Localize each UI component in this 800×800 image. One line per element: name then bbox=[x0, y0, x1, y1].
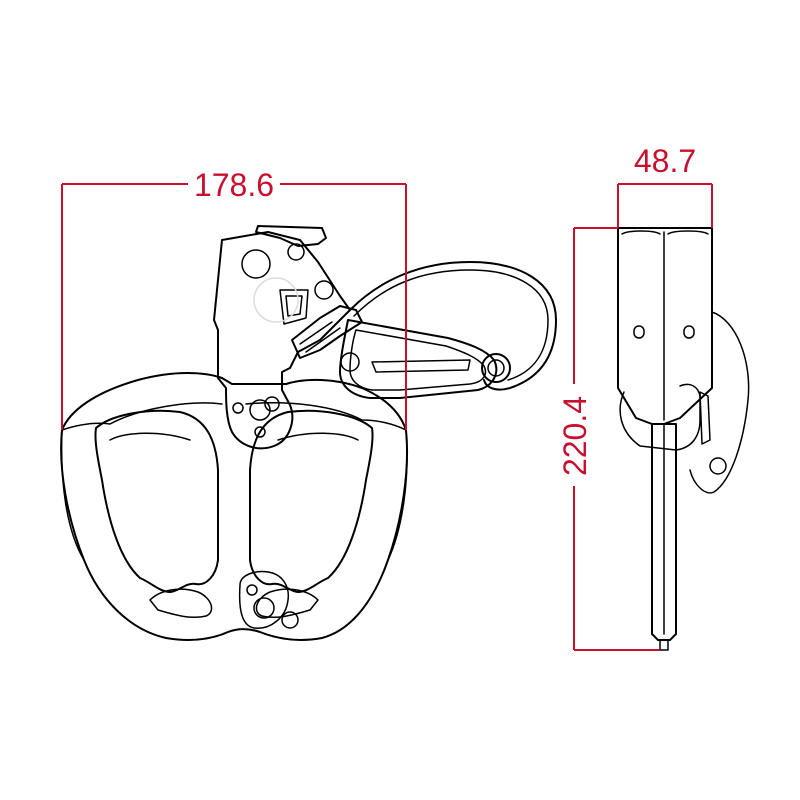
ascender-lower-hole-3 bbox=[232, 402, 244, 414]
left-side-shade bbox=[60, 429, 85, 561]
side-shaft bbox=[651, 423, 677, 641]
lower-attachment bbox=[238, 570, 299, 629]
left-leg-pad-inner bbox=[109, 432, 191, 441]
carabiner bbox=[339, 319, 511, 399]
carabiner-pivot bbox=[340, 352, 360, 372]
side-shaft-lower bbox=[659, 639, 669, 651]
dimension-front-width: 178.6 bbox=[61, 167, 407, 430]
side-width-label: 48.7 bbox=[634, 143, 696, 179]
side-body bbox=[617, 227, 713, 425]
left-leg-pad bbox=[94, 409, 219, 593]
front-width-label: 178.6 bbox=[194, 167, 274, 203]
right-side-shade bbox=[387, 429, 408, 561]
side-slot-left bbox=[633, 325, 645, 339]
ascender-plate bbox=[213, 231, 351, 450]
ascender-cam-top bbox=[255, 225, 327, 247]
left-lower-bump bbox=[149, 588, 213, 619]
seat-outer-outline bbox=[60, 372, 409, 641]
right-leg-pad-inner bbox=[277, 432, 359, 441]
side-top-left bbox=[621, 230, 661, 235]
carabiner-eye bbox=[481, 353, 511, 383]
ascender-slot-inner bbox=[285, 295, 303, 317]
lower-hole-large bbox=[253, 597, 275, 619]
ascender-lower-hole-4 bbox=[254, 426, 266, 438]
front-view bbox=[60, 225, 557, 641]
dimension-side-width: 48.7 bbox=[617, 143, 713, 228]
lower-hole-small-2 bbox=[281, 611, 299, 629]
right-lower-bump bbox=[255, 588, 319, 619]
carabiner-gate bbox=[371, 359, 471, 373]
side-cord bbox=[689, 311, 750, 494]
lower-hole-small-1 bbox=[246, 584, 258, 596]
side-slot-right bbox=[683, 325, 695, 339]
side-top-right bbox=[667, 230, 709, 235]
watermark-ring bbox=[253, 277, 299, 323]
cam-lever-detail bbox=[299, 321, 341, 353]
dimension-side-height: 220.4 bbox=[557, 227, 660, 651]
ascender-hole-2 bbox=[287, 243, 305, 261]
side-view bbox=[617, 227, 750, 651]
ascender-hole-3 bbox=[314, 280, 334, 300]
ascender-slot bbox=[279, 289, 309, 325]
ascender-lower-hole-2 bbox=[264, 396, 280, 412]
ascender-hole-1 bbox=[241, 249, 271, 279]
side-height-label: 220.4 bbox=[557, 396, 593, 476]
lanyard-cord bbox=[349, 261, 557, 391]
seat-ridge bbox=[61, 402, 407, 431]
side-carabiner bbox=[619, 383, 701, 451]
right-leg-pad bbox=[249, 409, 374, 593]
